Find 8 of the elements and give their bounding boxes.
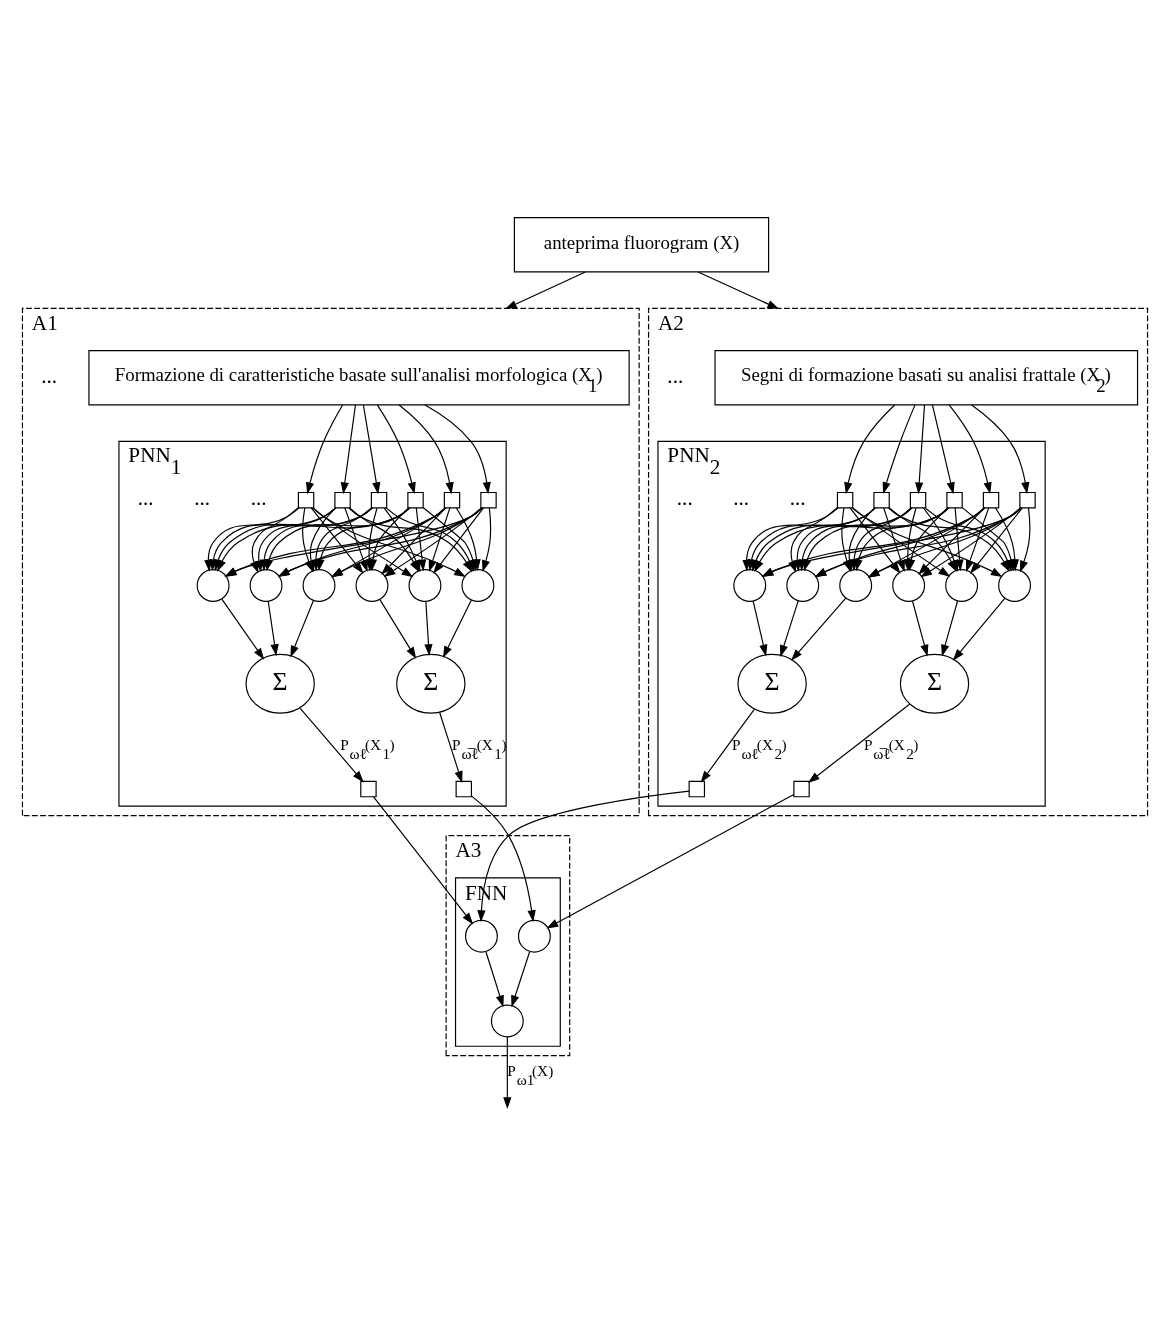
label: ... — [789, 486, 806, 511]
label: ... — [250, 486, 267, 511]
label: ... — [676, 486, 693, 511]
label: ... — [137, 486, 154, 511]
label: ... — [194, 486, 211, 511]
label: ... — [667, 363, 684, 388]
label: ... — [41, 363, 58, 388]
label: ... — [733, 486, 750, 511]
